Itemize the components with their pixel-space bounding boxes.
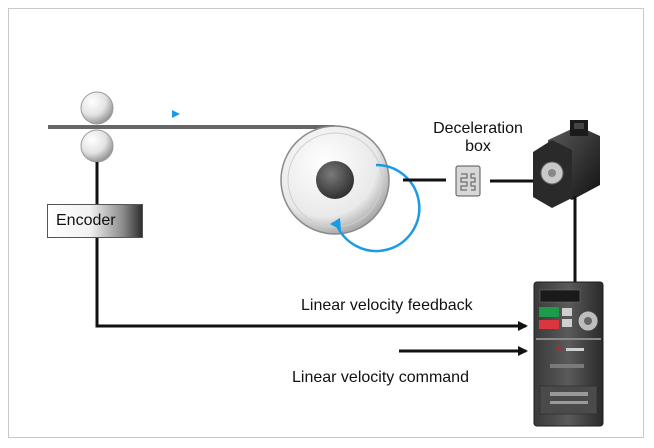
servo-motor-icon (533, 120, 600, 208)
drive-inverter-icon (533, 281, 604, 427)
encoder-box: Encoder (47, 204, 143, 238)
command-label: Linear velocity command (292, 369, 469, 386)
feedback-signal-arrow (95, 238, 528, 331)
winding-drum-icon (280, 125, 421, 253)
deceleration-box-label-line2: box (465, 138, 491, 155)
encoder-label: Encoder (56, 212, 116, 229)
deceleration-box-label: Deceleration box (420, 120, 536, 156)
feedback-label: Linear velocity feedback (301, 297, 473, 314)
gearbox-icon (455, 165, 481, 197)
deceleration-box-label-line1: Deceleration (433, 120, 523, 137)
